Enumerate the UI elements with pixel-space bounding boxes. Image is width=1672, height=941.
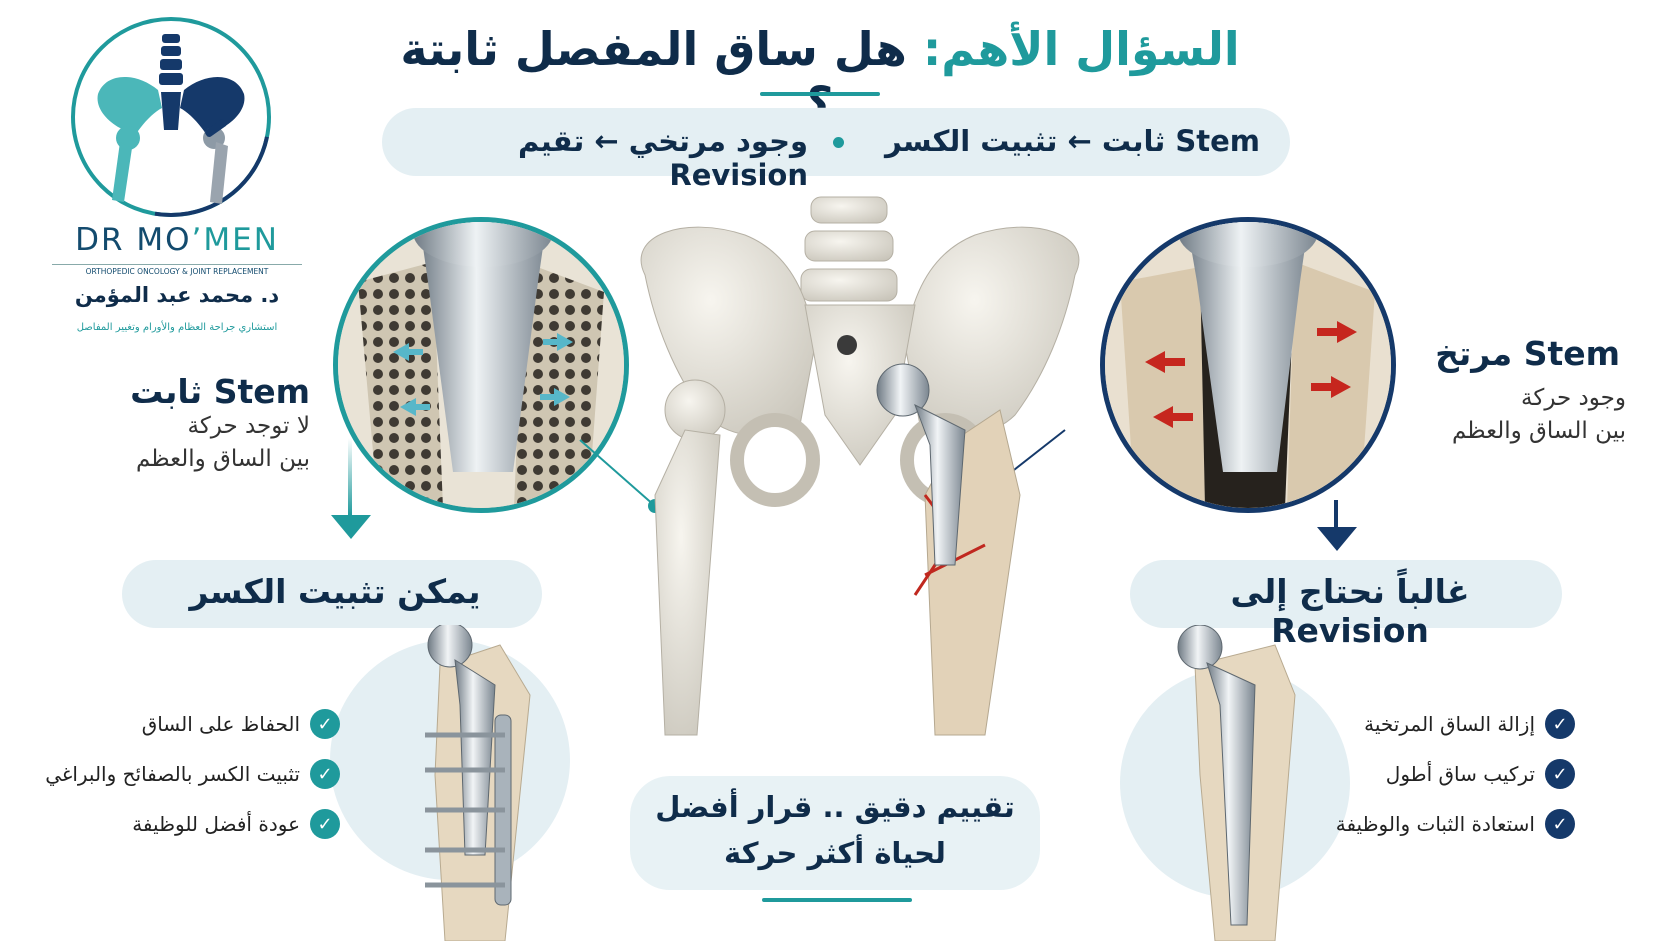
fixation-pill [122, 560, 542, 628]
check-circle-icon: ✓ [1545, 809, 1575, 839]
loose-down-arrow-shaft [1334, 500, 1338, 530]
list-item-text: استعادة الثبات والوظيفة [1335, 812, 1535, 836]
stable-stem-description: لا توجد حركة بين الساق والعظم [90, 410, 310, 476]
stable-down-arrow-shaft [348, 438, 352, 516]
subtitle-separator-dot [833, 137, 844, 148]
revision-pill [1130, 560, 1562, 628]
list-item-text: إزالة الساق المرتخية [1364, 712, 1535, 736]
list-item: ✓ استعادة الثبات والوظيفة [1336, 799, 1575, 849]
check-circle-icon: ✓ [310, 709, 340, 739]
revision-pill-label: غالباً نحتاج إلى Revision [1230, 572, 1470, 650]
conclusion-line1: تقييم دقيق .. قرار أفضل [655, 790, 1015, 824]
loose-stem-illustration [1105, 222, 1391, 508]
conclusion-pill [630, 776, 1040, 890]
logo-emblem [71, 17, 271, 217]
conclusion-line2: لحياة أكثر حركة [724, 836, 946, 870]
list-item-text: تركيب ساق أطول [1385, 762, 1535, 786]
logo-arabic-name: د. محمد عبد المؤمن [74, 283, 280, 307]
check-circle-icon: ✓ [310, 759, 340, 789]
logo-name: DR MO’MEN [52, 222, 302, 258]
check-circle-icon: ✓ [1545, 759, 1575, 789]
loose-stem-description: وجود حركة بين الساق والعظم [1400, 382, 1626, 448]
list-item-text: الحفاظ على الساق [141, 712, 300, 736]
down-arrow-icon [331, 515, 371, 539]
pelvis-illustration [640, 196, 1080, 736]
list-item: ✓ إزالة الساق المرتخية [1345, 699, 1575, 749]
subtitle-right: Stem ثابت ← تثبيت الكسر [884, 124, 1260, 158]
logo-tagline: ORTHOPEDIC ONCOLOGY & JOINT REPLACEMENT [52, 264, 302, 276]
stable-stem-desc-line2: بين الساق والعظم [135, 446, 310, 472]
list-item-text: تثبيت الكسر بالصفائح والبراغي [45, 762, 300, 786]
long-stem-revision-illustration [1177, 625, 1296, 941]
down-arrow-icon [1317, 527, 1357, 551]
loose-stem-desc-line2: بين الساق والعظم [1451, 418, 1626, 444]
stable-stem-desc-line1: لا توجد حركة [187, 413, 310, 439]
fixation-benefits-list: ✓ الحفاظ على الساق ✓ تثبيت الكسر بالصفائ… [40, 699, 340, 849]
revision-steps-list: ✓ إزالة الساق المرتخية ✓ تركيب ساق أطول … [1336, 699, 1575, 849]
stable-stem-illustration [338, 222, 624, 508]
list-item: ✓ الحفاظ على الساق [40, 699, 340, 749]
loose-stem-desc-line1: وجود حركة [1521, 385, 1626, 411]
logo-name-part2: ’MEN [191, 222, 279, 258]
conclusion-underline [762, 898, 912, 902]
subtitle-left: وجود مرتخي ← تقيم Revision [517, 124, 808, 192]
list-item: ✓ عودة أفضل للوظيفة [40, 799, 340, 849]
fixation-pill-label: يمكن تثبيت الكسر [189, 572, 481, 611]
plate-fixation-illustration [425, 625, 531, 941]
list-item: ✓ تركيب ساق أطول [1345, 749, 1575, 799]
check-circle-icon: ✓ [310, 809, 340, 839]
list-item: ✓ تثبيت الكسر بالصفائح والبراغي [40, 749, 340, 799]
loose-stem-magnifier [1100, 217, 1396, 513]
title-underline [760, 92, 880, 96]
list-item-text: عودة أفضل للوظيفة [132, 812, 300, 836]
title-part1: السؤال الأهم: [922, 22, 1240, 76]
stable-stem-magnifier [333, 217, 629, 513]
logo-arabic-subtitle: استشاري جراحة العظام والأورام وتغيير الم… [76, 322, 278, 333]
check-circle-icon: ✓ [1545, 709, 1575, 739]
logo-name-part1: DR MO [75, 222, 192, 258]
loose-stem-heading: Stem مرتخ [1435, 334, 1620, 373]
stable-stem-heading: Stem ثابت [130, 372, 310, 411]
